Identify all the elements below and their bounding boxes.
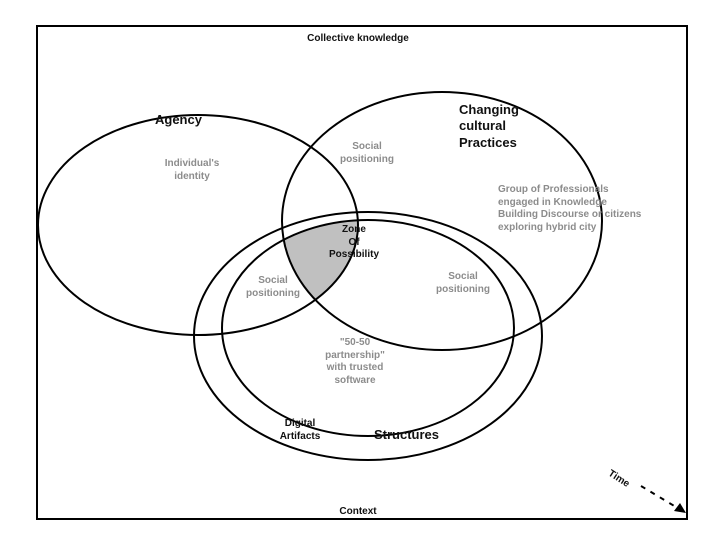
collective-knowledge-label: Collective knowledge [307,33,409,44]
time-arrow-line [640,485,682,511]
digital-artifacts-label: Digital Artifacts [279,418,321,442]
social-positioning-top-label: Social positioning [340,141,394,165]
structures-title: Structures [374,427,440,442]
agency-title: Agency [155,112,202,127]
zone-of-possibility-label: Zone Of Possibility [328,224,379,260]
partnership-label: "50-50 partnership" with trusted softwar… [325,337,385,386]
context-label: Context [339,506,377,517]
individual-identity-label: Individual's identity [164,158,220,182]
social-positioning-left-label: Social positioning [246,275,300,299]
professionals-group-label: Group of Professionals engaged in Knowle… [498,184,642,233]
time-arrow-head [674,503,686,513]
practices-circle [281,91,603,351]
social-positioning-right-label: Social positioning [436,271,490,295]
context-frame [36,25,688,520]
practices-title: Changing cultural Practices [459,102,519,150]
structures-outer-circle [193,211,543,461]
agency-circle [37,114,359,336]
structures-circle [221,219,515,437]
